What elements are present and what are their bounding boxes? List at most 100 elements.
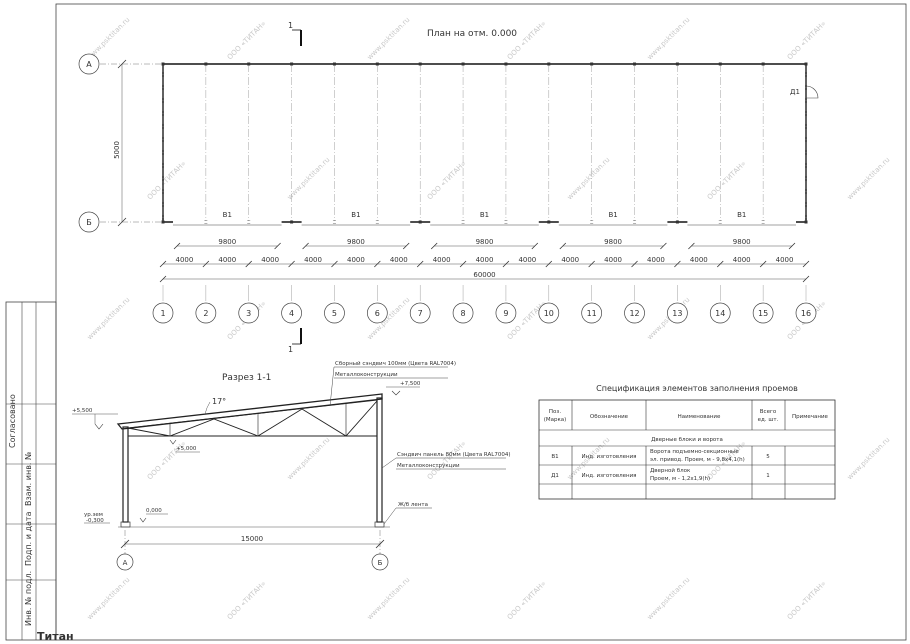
span-dimension: 9800 [604,238,622,246]
column-top [418,62,422,66]
column-top [204,62,208,66]
right-foundation [374,521,385,528]
watermark-text: ООО «ТИТАН» [226,20,268,62]
dim-tick [430,242,438,250]
spec-border [538,399,836,500]
axis-bubble [795,302,817,324]
spec-row-designation: Инд. изготовления [582,473,637,479]
spec-row-name: Дверной блок [650,467,691,474]
axis-label: 9 [503,309,508,318]
ground-label: ур.зем [84,512,103,518]
dim-tick [631,260,638,268]
step-dimension: 4000 [518,256,536,264]
stamp-replace-inv: Взам. инв. № [24,451,33,506]
axis-bubble [409,302,431,324]
wall-note: Сэндвич панель 80мм (Цвета RAL7004) [397,452,511,458]
column-top [247,62,251,66]
span-dimension: 9800 [476,238,494,246]
dim-tick [288,260,295,268]
level-left: +5,500 [72,408,93,414]
dim-tick [159,275,167,283]
axis-label: 13 [672,309,682,318]
dim-tick [402,242,410,250]
dim-tick [331,260,338,268]
section-title: Разрез 1-1 [222,373,271,383]
column-bottom [290,220,294,224]
step-dimension: 4000 [390,256,408,264]
dim-tick [688,242,695,250]
plan-title: План на отм. 0.000 [427,29,517,39]
axis-bubble [152,302,174,324]
spec-row-designation: Инд. изготовления [582,454,637,460]
dim-tick [545,260,553,268]
watermark-text: www.psktitan.ru [566,156,612,202]
roof-note: Сборный сэндвич 100мм (Цвета RAL7004) [335,360,456,367]
axis-label: 8 [461,309,466,318]
watermark-text: ООО «ТИТАН» [426,160,468,202]
step-dimension: 4000 [647,256,665,264]
base-note: Ж/б лента [398,502,428,508]
dim-tick [302,242,309,250]
axis-bubble [495,302,517,324]
watermark-text: ООО «ТИТАН» [146,160,188,202]
step-dimension: 4000 [776,256,794,264]
section-axis-b [371,553,389,571]
column-top [504,62,508,66]
spec-row-name: Ворота подъемно-секционные [650,449,739,455]
column-top [547,62,551,66]
axis-bubble-b [78,211,100,233]
watermark-text: www.psktitan.ru [846,156,892,202]
axis-bubble [752,302,774,324]
spec-row-qty: 5 [766,454,770,460]
axis-bubble-a [78,53,100,75]
watermark-text: ООО «ТИТАН» [786,580,828,622]
watermark-text: ООО «ТИТАН» [786,20,828,62]
step-dimension: 4000 [476,256,494,264]
gate-label: В1 [608,211,617,219]
column-top [633,62,637,66]
wall-note-2: Металлоконструкции [397,463,460,469]
axis-bubble [281,302,302,324]
roof-note-2: Металлоконструкции [335,372,398,378]
section-cut-top-label: 1 [288,21,293,30]
spec-table: Спецификация элементов заполнения проемо… [538,384,836,500]
section-1-1: Разрез 1-1 А Б 15000 17° +5,500 [72,360,511,571]
step-dimension: 4000 [690,256,708,264]
dim-tick [459,260,467,268]
watermark-text: www.psktitan.ru [286,156,332,202]
watermark-text: ООО «ТИТАН» [706,160,748,202]
sheet-frame [55,3,907,641]
stamp-inv-original: Инв. № подл. [24,571,33,626]
step-dimension: 4000 [304,256,322,264]
stamp-agreed: Согласовано [8,394,17,448]
dim-tick [802,260,810,268]
watermark-text: www.psktitan.ru [286,436,332,482]
watermark-text: ООО «ТИТАН» [426,440,468,482]
dim-tick [674,260,681,268]
spec-row-name-2: эл. привод. Проем, м - 9,8х4,1(h) [650,457,745,463]
spec-row-qty: 1 [766,473,770,479]
left-foundation [120,521,131,528]
section-cut-bottom-label: 1 [288,345,293,354]
level-truss: +5,000 [176,446,197,452]
section-axis-a-label: А [123,559,128,567]
section-axis-b-label: Б [378,559,383,567]
spec-row-name-2: Проем, м - 1,2х1,9(h) [650,476,710,482]
axis-label: 12 [629,309,639,318]
dim-tick [274,242,281,250]
left-column [122,426,129,523]
axis-bubble [195,302,217,324]
watermark-text: ООО «ТИТАН» [506,580,548,622]
column-top [461,62,465,66]
dim-tick [416,260,424,268]
spec-title: Спецификация элементов заполнения проемо… [596,384,798,393]
axis-bubble [238,302,260,324]
watermark-text: www.psktitan.ru [646,16,692,62]
axis-label: 4 [289,309,294,318]
section-axis-a [116,553,134,571]
axis-label: 5 [332,309,337,318]
step-dimension: 4000 [433,256,451,264]
left-stamp-frame [5,301,57,641]
